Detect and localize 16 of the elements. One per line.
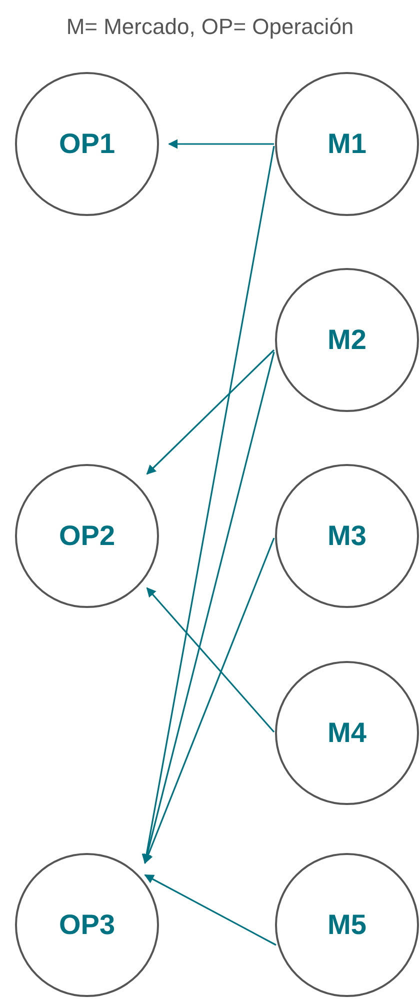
arrow — [168, 139, 274, 149]
arrow — [144, 874, 276, 946]
diagram-title: M= Mercado, OP= Operación — [65, 13, 355, 41]
node-label: M1 — [328, 127, 366, 161]
arrow — [146, 349, 275, 475]
node-label: OP2 — [58, 519, 116, 553]
arrow — [142, 352, 275, 864]
arrow — [142, 146, 275, 864]
node-label: M4 — [328, 716, 366, 750]
node-label: M3 — [328, 519, 366, 553]
node-label: M2 — [328, 323, 366, 357]
node-label: OP1 — [58, 127, 116, 161]
arrow — [146, 587, 275, 733]
node-label: OP3 — [58, 908, 116, 942]
node-label: M5 — [328, 908, 366, 942]
arrow — [144, 538, 275, 864]
